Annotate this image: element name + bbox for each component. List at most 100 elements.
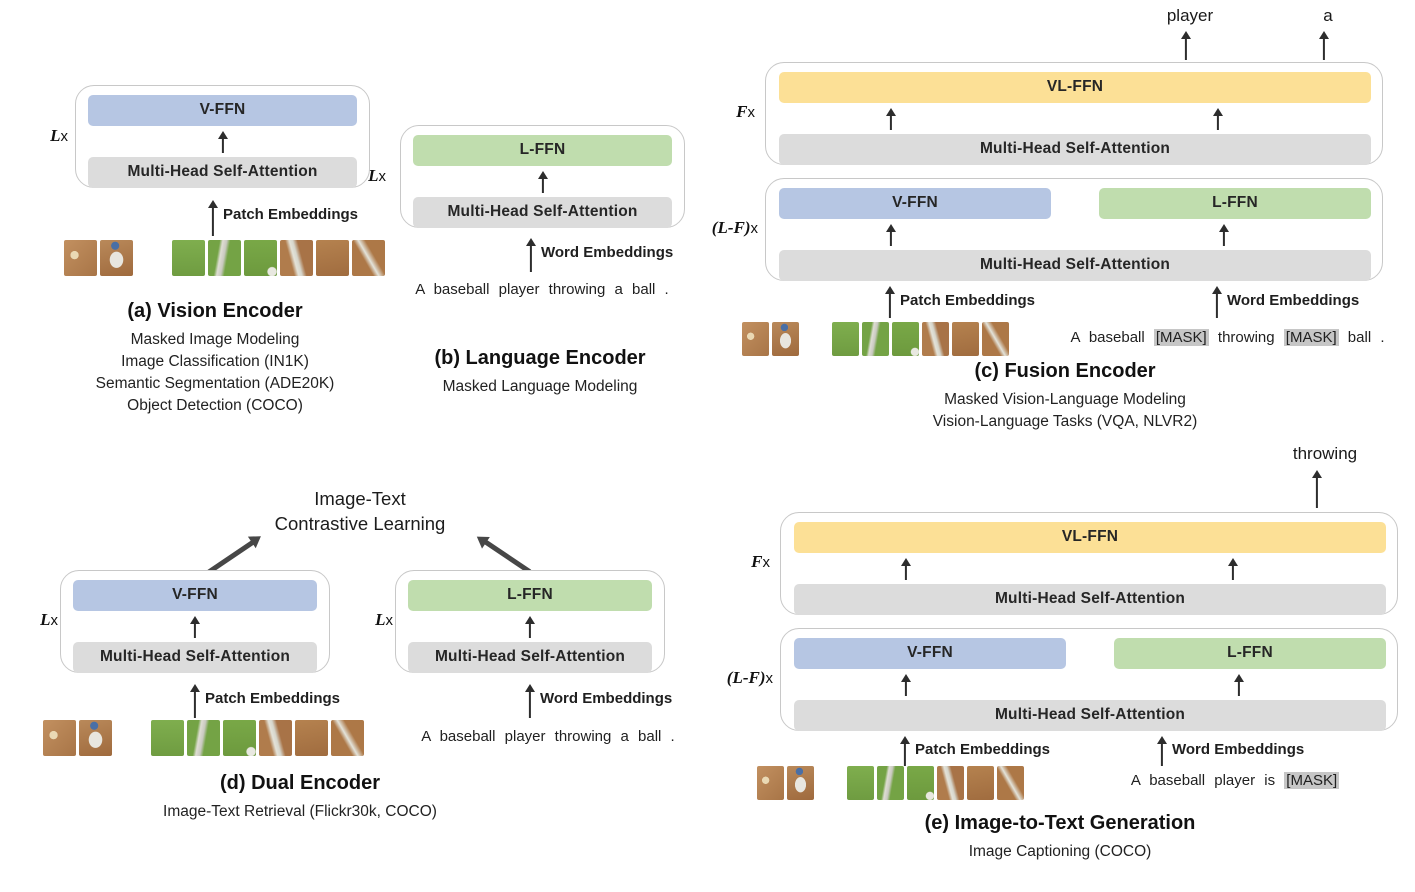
mhsa-box: Multi-Head Self-Attention — [779, 249, 1371, 281]
math-symbol: L — [375, 610, 386, 629]
multiplier-label-dual-language: Lx — [347, 610, 393, 630]
up-arrow-icon — [524, 616, 536, 638]
multiplier-x: x — [762, 554, 771, 571]
image-patch — [832, 322, 859, 356]
output-word: a — [1323, 6, 1333, 25]
caption-line: Image Captioning (COCO) — [968, 843, 1152, 860]
multiplier-x: x — [378, 168, 387, 185]
image-patch — [892, 322, 919, 356]
generation-top-block: VL-FFN Multi-Head Self-Attention — [780, 512, 1398, 615]
word-embeddings-arrow-icon — [524, 684, 536, 718]
mask-token: [MASK] — [1153, 329, 1209, 346]
image-patch — [115, 720, 148, 756]
image-patch — [352, 240, 385, 276]
up-arrow-icon — [217, 131, 229, 153]
patch-embeddings-label: Patch Embeddings — [900, 292, 1036, 309]
sentence-text: A baseball player throwing a ball . — [415, 281, 669, 298]
image-patch — [952, 322, 979, 356]
image-patch — [772, 322, 799, 356]
contrastive-objective-label: Image-Text Contrastive Learning — [235, 486, 485, 536]
patch-embeddings-arrow-icon — [884, 286, 896, 318]
up-arrow-icon — [885, 224, 897, 246]
image-patch — [847, 766, 874, 800]
output-arrow-icon — [1311, 470, 1323, 508]
generation-caption: (e) Image-to-Text Generation Image Capti… — [905, 812, 1215, 863]
patch-embeddings-arrow-icon — [899, 736, 911, 766]
word-embeddings-label: Word Embeddings — [1172, 741, 1305, 758]
math-symbol: (L-F) — [711, 218, 751, 237]
multiplier-x: x — [60, 128, 69, 145]
caption-line: Masked Vision-Language Modeling — [944, 391, 1186, 408]
multiplier-label-dual-vision: Lx — [12, 610, 58, 630]
word-embeddings-label: Word Embeddings — [540, 690, 673, 707]
v-ffn-box: V-FFN — [779, 187, 1051, 219]
multiplier-x: x — [50, 612, 59, 629]
up-arrow-icon — [900, 674, 912, 696]
patch-strip — [742, 322, 1009, 356]
sentence-text: A baseball player is [MASK] — [1130, 772, 1340, 789]
multiplier-x: x — [765, 670, 774, 687]
image-patch — [295, 720, 328, 756]
mhsa-box: Multi-Head Self-Attention — [794, 583, 1386, 615]
image-patch — [742, 322, 769, 356]
word-embeddings-label: Word Embeddings — [541, 244, 674, 261]
image-patch — [937, 766, 964, 800]
word-embeddings-label: Word Embeddings — [1227, 292, 1360, 309]
multiplier-label-vision: Lx — [22, 126, 68, 146]
up-arrow-icon — [189, 616, 201, 638]
image-patch — [172, 240, 205, 276]
l-ffn-box: L-FFN — [408, 579, 652, 611]
image-patch — [259, 720, 292, 756]
l-ffn-box: L-FFN — [413, 134, 672, 166]
caption-title: (a) Vision Encoder — [127, 300, 303, 322]
output-arrow-icon — [1318, 31, 1330, 60]
up-arrow-icon — [900, 558, 912, 580]
image-patch — [43, 720, 76, 756]
image-patch — [100, 240, 133, 276]
output-word: throwing — [1292, 444, 1358, 463]
image-patch — [787, 766, 814, 800]
l-ffn-box: L-FFN — [1114, 637, 1386, 669]
math-symbol: L — [50, 126, 61, 145]
fusion-encoder-caption: (c) Fusion Encoder Masked Vision-Languag… — [915, 360, 1215, 433]
up-arrow-icon — [537, 171, 549, 193]
multiplier-x: x — [747, 104, 756, 121]
image-patch — [877, 766, 904, 800]
caption-line: Object Detection (COCO) — [127, 397, 303, 414]
v-ffn-box: V-FFN — [73, 579, 317, 611]
output-arrow-icon — [1180, 31, 1192, 60]
output-word: player — [1166, 6, 1214, 25]
fusion-encoder-top-block: VL-FFN Multi-Head Self-Attention — [765, 62, 1383, 165]
image-patch — [280, 240, 313, 276]
image-patch — [757, 766, 784, 800]
patch-embeddings-label: Patch Embeddings — [223, 206, 359, 223]
image-patch — [907, 766, 934, 800]
v-ffn-box: V-FFN — [794, 637, 1066, 669]
vision-encoder-caption: (a) Vision Encoder Masked Image Modeling… — [40, 300, 390, 417]
patch-embeddings-arrow-icon — [189, 684, 201, 718]
caption-line: Vision-Language Tasks (VQA, NLVR2) — [932, 413, 1198, 430]
image-patch — [208, 240, 241, 276]
patch-strip — [757, 766, 1024, 800]
image-patch — [223, 720, 256, 756]
objective-line: Image-Text — [314, 488, 406, 509]
up-arrow-icon — [1218, 224, 1230, 246]
math-symbol: L — [40, 610, 51, 629]
caption-title: (e) Image-to-Text Generation — [924, 812, 1196, 834]
up-arrow-icon — [885, 108, 897, 130]
sentence-text: A baseball player throwing a ball . — [421, 728, 675, 745]
language-encoder-caption: (b) Language Encoder Masked Language Mod… — [390, 347, 690, 398]
mask-token: [MASK] — [1284, 772, 1340, 789]
image-patch — [331, 720, 364, 756]
image-patch — [244, 240, 277, 276]
multiplier-label-fusion-top: Fx — [707, 102, 755, 122]
image-patch — [997, 766, 1024, 800]
up-arrow-icon — [1233, 674, 1245, 696]
mhsa-box: Multi-Head Self-Attention — [88, 156, 357, 188]
mhsa-box: Multi-Head Self-Attention — [408, 641, 652, 673]
caption-title: (d) Dual Encoder — [219, 772, 380, 794]
mhsa-box: Multi-Head Self-Attention — [779, 133, 1371, 165]
image-patch — [862, 322, 889, 356]
math-symbol: (L-F) — [726, 668, 766, 687]
